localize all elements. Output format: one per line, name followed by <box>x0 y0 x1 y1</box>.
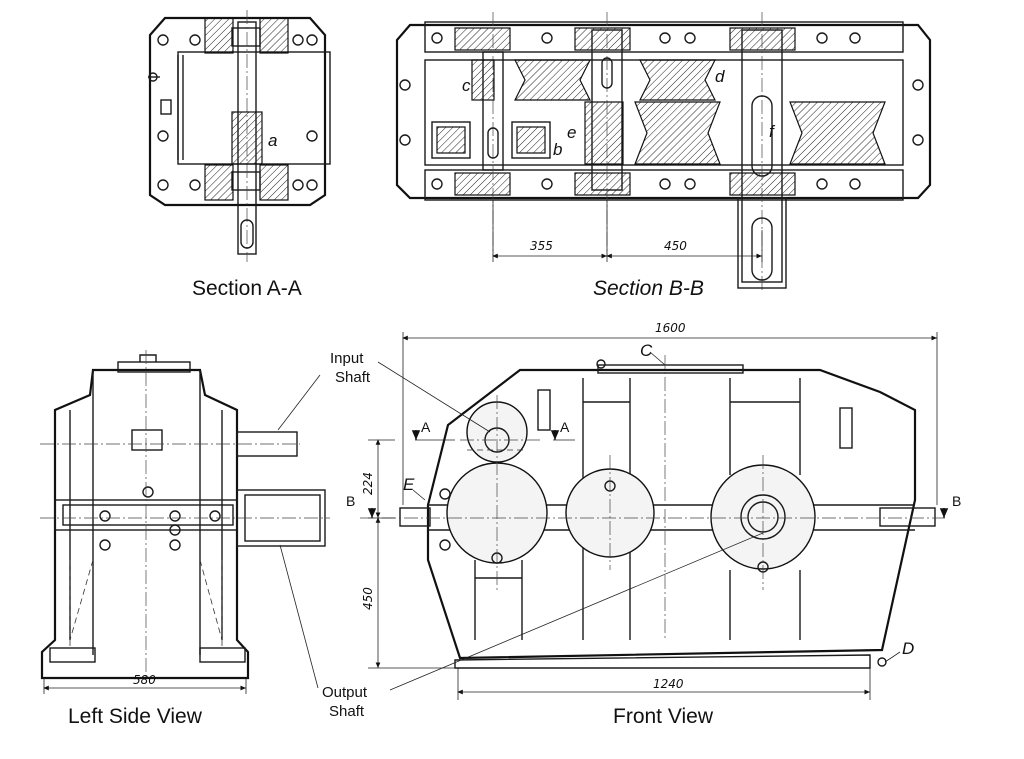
dim-355: 355 <box>530 239 553 253</box>
section-mark-a-right: A <box>560 419 570 435</box>
gear-label-f: f <box>769 122 776 141</box>
mark-d: D <box>902 639 914 658</box>
gear-label-b: b <box>553 140 562 159</box>
gear-label-a: a <box>268 131 277 150</box>
left-side-view: 580 <box>40 350 330 694</box>
mark-e: E <box>403 475 415 494</box>
gear-label-d: d <box>715 67 725 86</box>
output-shaft-label-line1: Output <box>322 684 368 701</box>
section-bb-view: 355 450 c d b e f <box>395 12 932 292</box>
section-mark-b-right: B <box>952 493 961 509</box>
dim-450-front: 450 <box>361 587 375 610</box>
gear-label-c: c <box>462 76 471 95</box>
mark-c: C <box>640 341 653 360</box>
gear-label-e: e <box>567 123 576 142</box>
front-view: 1600 <box>277 321 961 700</box>
dim-1240: 1240 <box>653 677 684 691</box>
section-aa-view: a <box>148 10 331 262</box>
input-shaft-label-line1: Input <box>330 350 364 367</box>
section-mark-a-left: A <box>421 419 431 435</box>
dim-450-bb: 450 <box>664 239 687 253</box>
output-shaft-label-line2: Shaft <box>329 703 365 720</box>
section-bb-title: Section B-B <box>593 277 704 300</box>
dim-1600: 1600 <box>655 321 686 335</box>
dim-580: 580 <box>133 673 156 687</box>
section-mark-b-left: B <box>346 493 355 509</box>
section-aa-title: Section A-A <box>192 277 302 300</box>
front-view-title: Front View <box>613 705 714 728</box>
dim-224: 224 <box>361 472 375 495</box>
input-shaft-label-line2: Shaft <box>335 369 371 386</box>
left-side-view-title: Left Side View <box>68 705 203 728</box>
